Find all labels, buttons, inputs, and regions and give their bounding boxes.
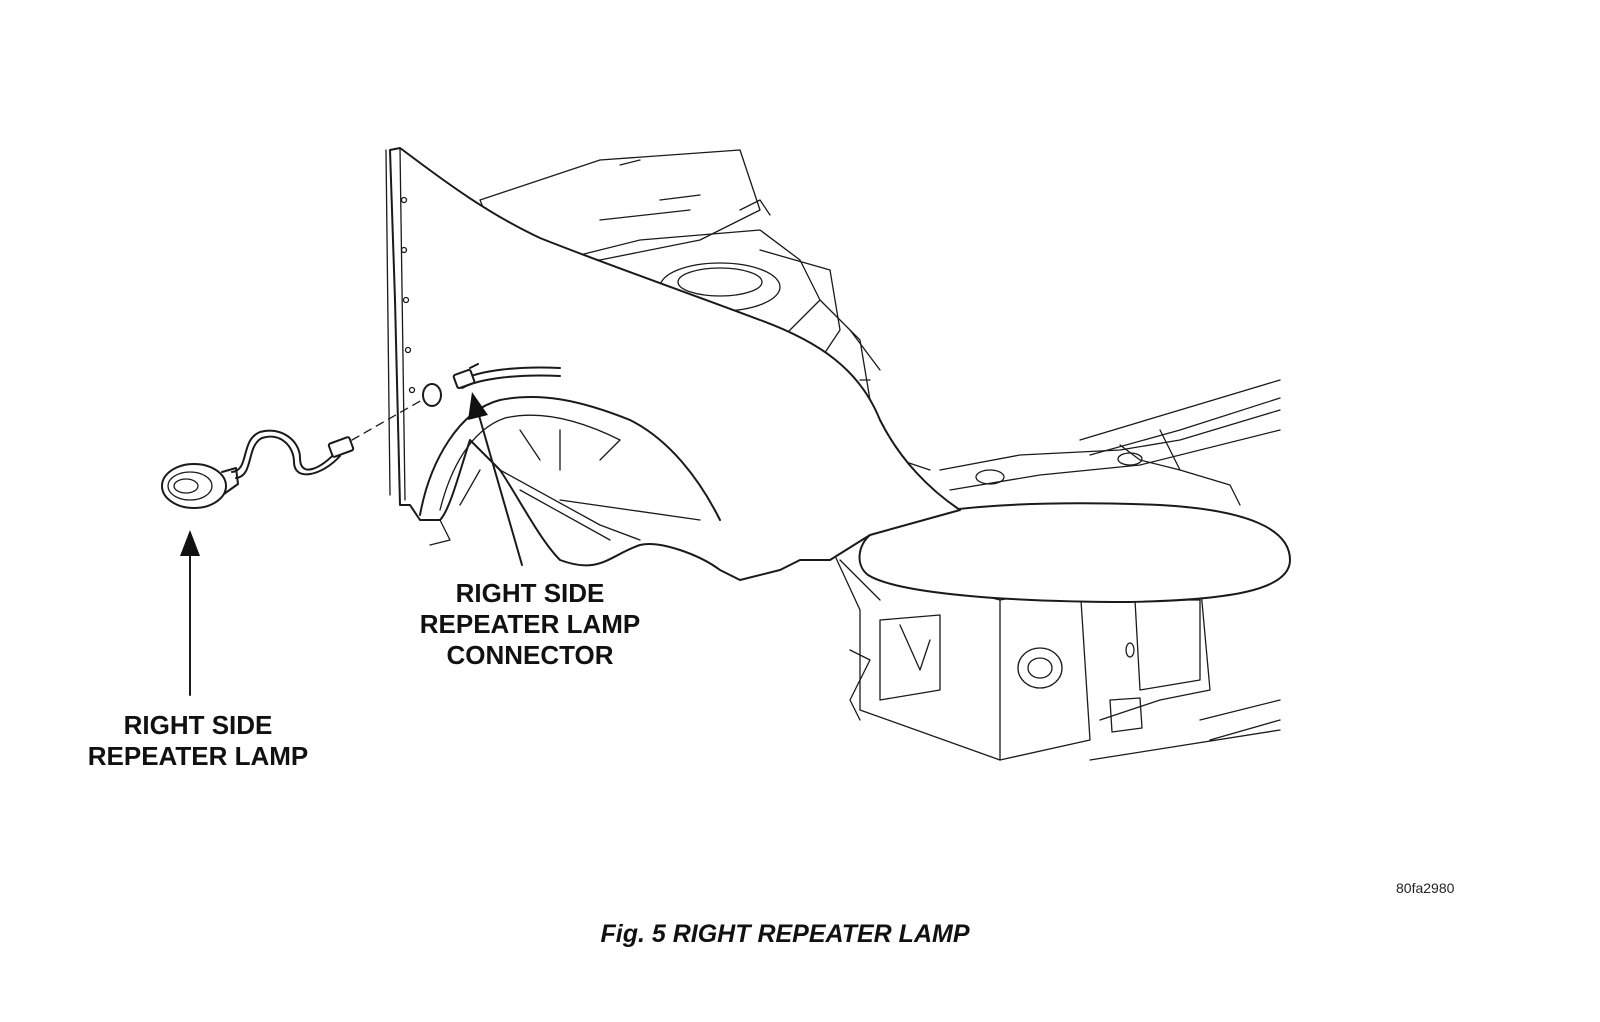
image-reference-code: 80fa2980 (1396, 880, 1455, 896)
headlamp-opening (858, 502, 1291, 603)
callout-repeater-lamp: RIGHT SIDE REPEATER LAMP (58, 710, 338, 772)
callout-connector-line3: CONNECTOR (446, 640, 614, 670)
repeater-lamp-assembly (161, 399, 423, 509)
radiator-support (829, 379, 1281, 761)
fender-panel (385, 147, 961, 581)
callout-arrows (180, 392, 523, 696)
repeater-lamp-connector (452, 363, 561, 390)
figure-caption: Fig. 5 RIGHT REPEATER LAMP (600, 920, 970, 948)
callout-connector-line2: REPEATER LAMP (419, 609, 641, 639)
callout-connector-line1: RIGHT SIDE (455, 578, 605, 608)
callout-repeater-lamp-line2: REPEATER LAMP (87, 741, 309, 771)
arrow-head-connector (468, 392, 488, 420)
callout-repeater-lamp-line1: RIGHT SIDE (123, 710, 273, 740)
callout-repeater-lamp-connector: RIGHT SIDE REPEATER LAMP CONNECTOR (380, 578, 680, 671)
arrow-head-lamp (180, 530, 200, 556)
